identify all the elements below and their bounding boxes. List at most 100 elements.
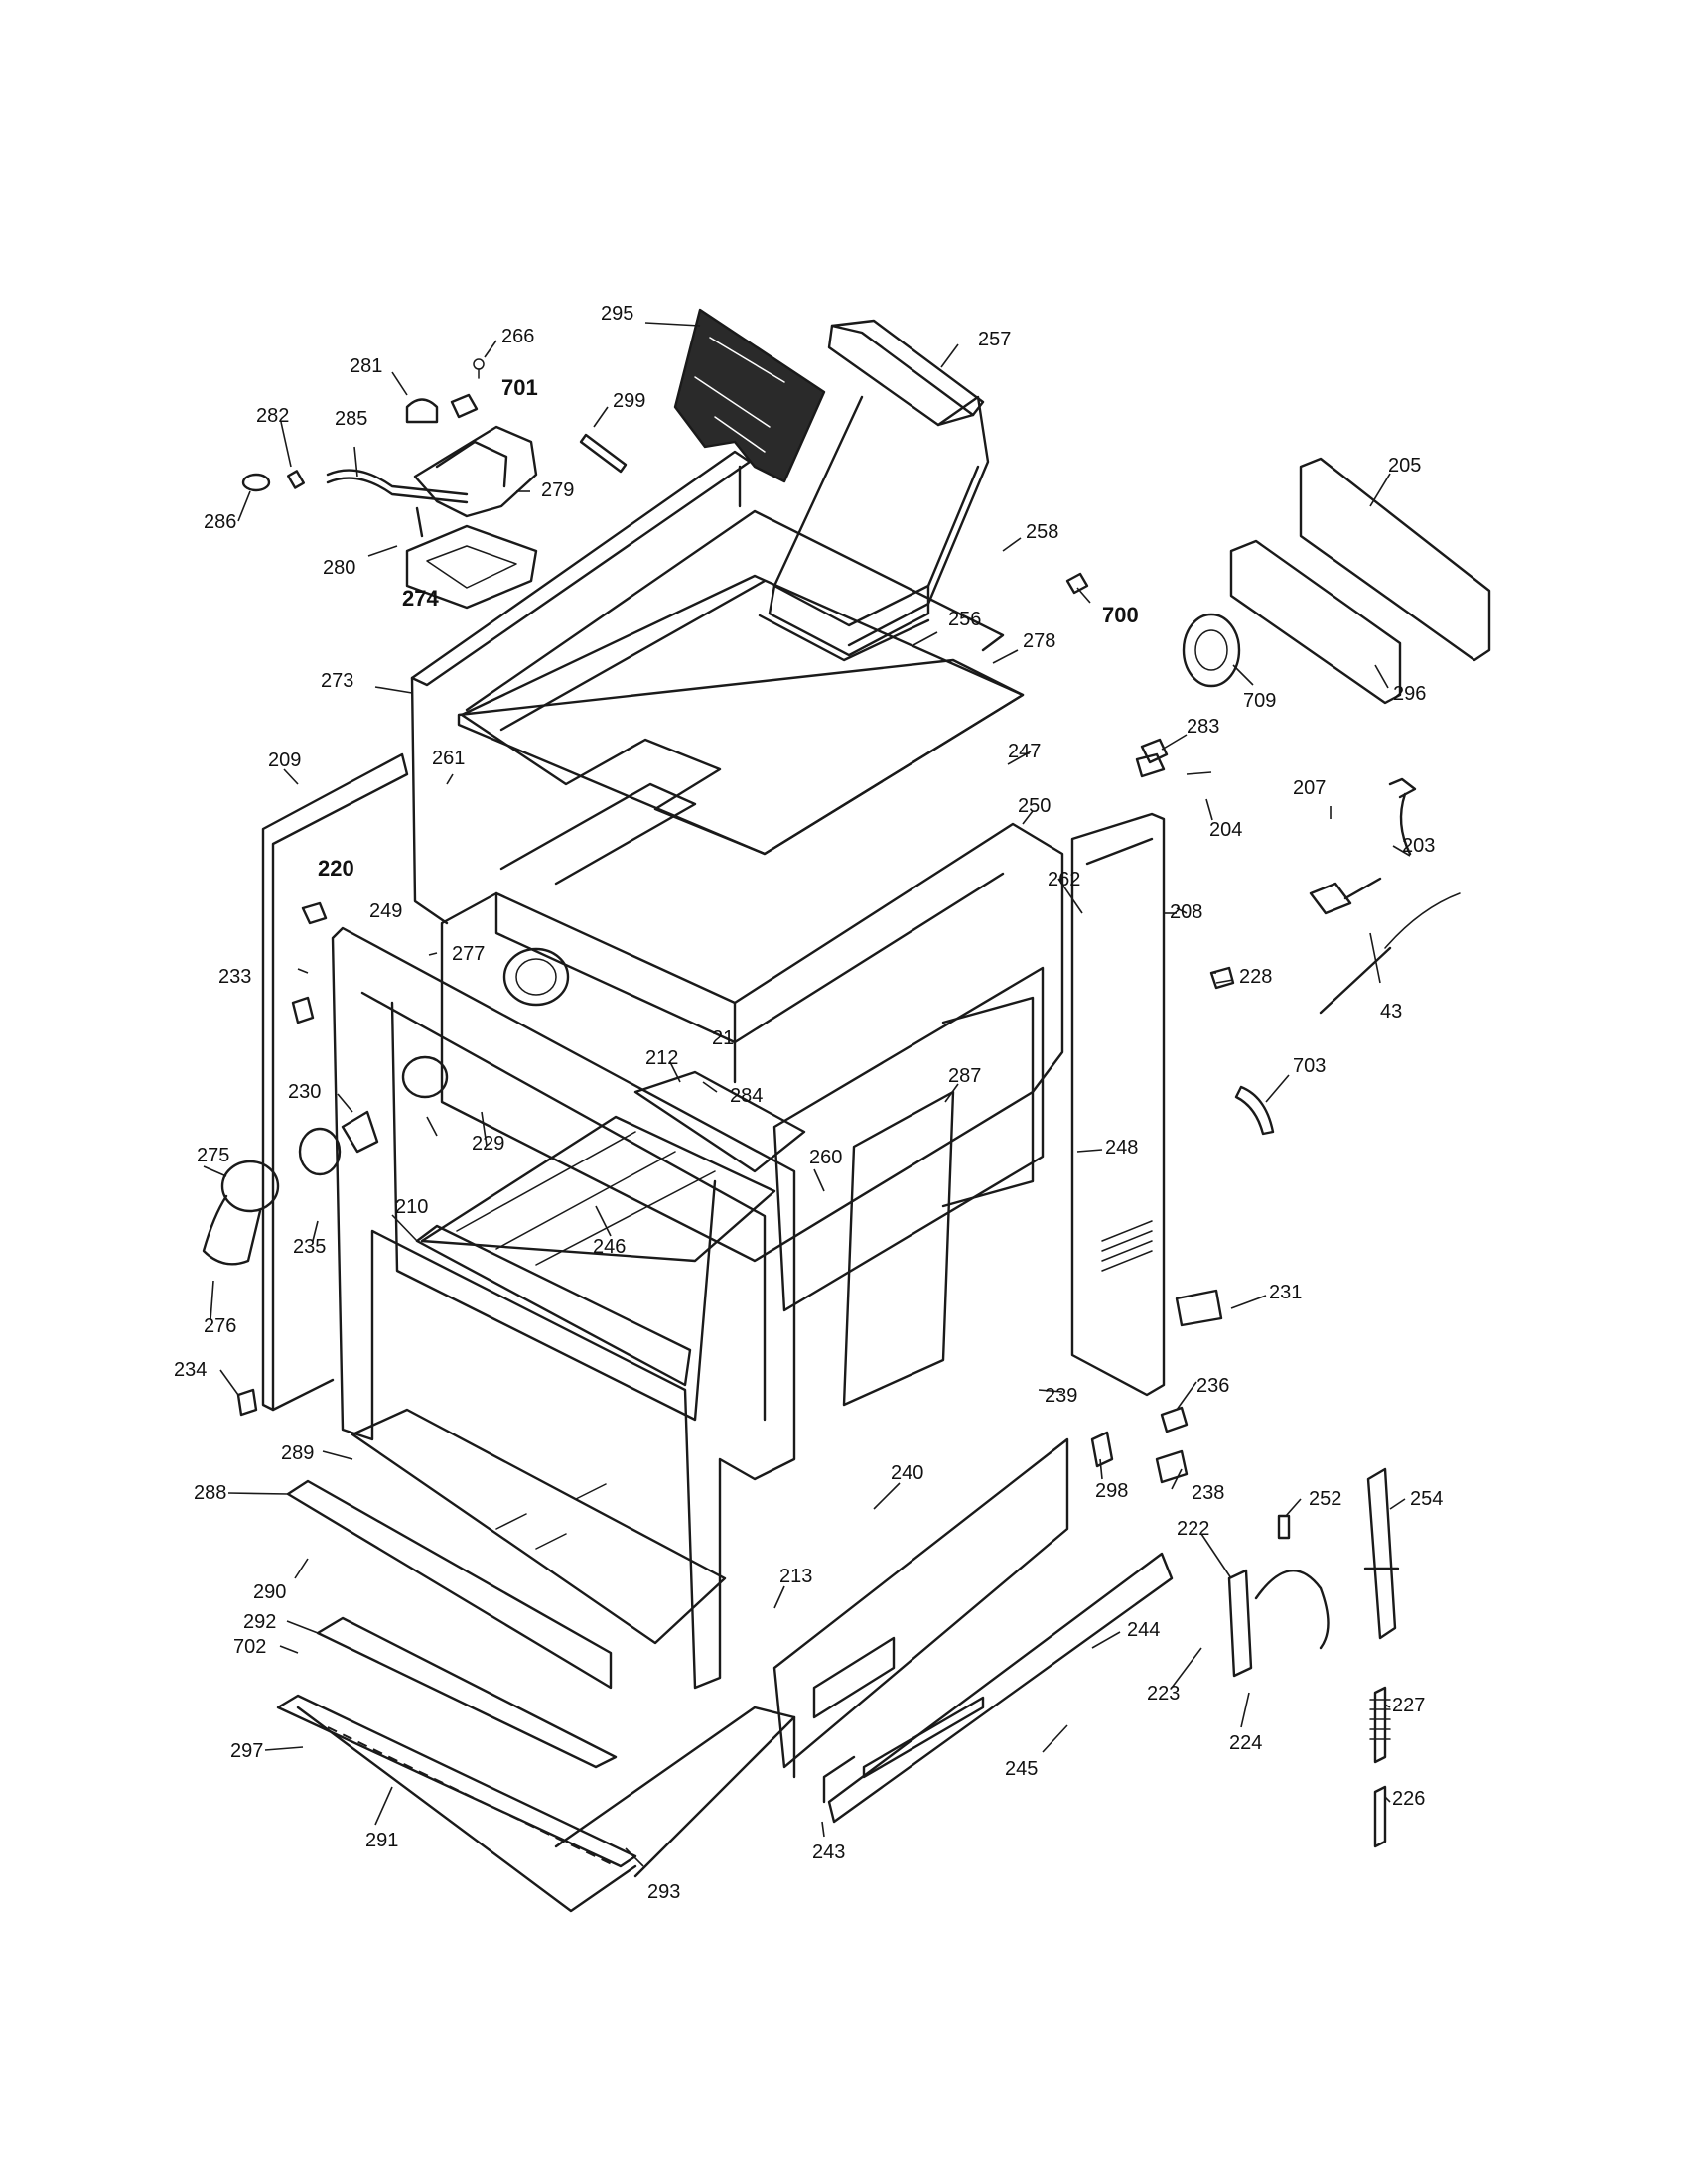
callout-203: 203 — [1402, 835, 1435, 857]
callout-249: 249 — [369, 900, 402, 922]
callout-257: 257 — [978, 329, 1011, 350]
oven-front-frame — [331, 926, 796, 1690]
lower-front-panel — [772, 1437, 1174, 1824]
door-hinge-parts — [1227, 1467, 1400, 1848]
callout-212: 212 — [645, 1047, 678, 1069]
callout-286: 286 — [204, 511, 236, 533]
callout-250: 250 — [1018, 795, 1051, 817]
callout-222: 222 — [1177, 1518, 1209, 1540]
callout-293: 293 — [647, 1881, 680, 1903]
callout-229: 229 — [472, 1133, 504, 1155]
callout-209: 209 — [268, 750, 301, 771]
callout-297: 297 — [230, 1740, 263, 1762]
callout-262: 262 — [1048, 869, 1080, 890]
callout-213: 213 — [779, 1566, 812, 1587]
callout-207: 207 — [1293, 777, 1326, 799]
callout-235: 235 — [293, 1236, 326, 1258]
callout-230: 230 — [288, 1081, 321, 1103]
callout-292: 292 — [243, 1611, 276, 1633]
callout-247: 247 — [1008, 741, 1041, 762]
callout-252: 252 — [1309, 1488, 1341, 1510]
callout-288: 288 — [194, 1482, 226, 1504]
callout-296: 296 — [1393, 683, 1426, 705]
callout-281: 281 — [350, 355, 382, 377]
small-parts-top-left — [241, 358, 628, 492]
callout-299: 299 — [613, 390, 645, 412]
power-cord-parts — [1309, 777, 1461, 1015]
callout-243: 243 — [812, 1842, 845, 1863]
callout-700: 700 — [1102, 603, 1139, 627]
callout-205: 205 — [1388, 455, 1421, 477]
insulation-pad — [673, 308, 826, 483]
callout-43: 43 — [1380, 1001, 1402, 1023]
callout-238: 238 — [1192, 1482, 1224, 1504]
callout-266: 266 — [501, 326, 534, 347]
callout-244: 244 — [1127, 1619, 1160, 1641]
callout-295: 295 — [601, 303, 633, 325]
callout-227: 227 — [1392, 1695, 1425, 1716]
callout-256: 256 — [948, 609, 981, 630]
callout-283: 283 — [1187, 716, 1219, 738]
callout-210: 210 — [395, 1196, 428, 1218]
callout-254: 254 — [1410, 1488, 1443, 1510]
callout-260: 260 — [809, 1147, 842, 1168]
callout-258: 258 — [1026, 521, 1058, 543]
callout-261: 261 — [432, 748, 465, 769]
callout-290: 290 — [253, 1581, 286, 1603]
callout-287: 287 — [948, 1065, 981, 1087]
callout-279: 279 — [541, 479, 574, 501]
callout-284: 284 — [730, 1085, 763, 1107]
vent-duct — [758, 319, 990, 662]
callout-274: 274 — [402, 586, 439, 611]
left-side-panel — [261, 752, 409, 1412]
callout-240: 240 — [891, 1462, 923, 1484]
callout-709: 709 — [1243, 690, 1276, 712]
callout-702: 702 — [233, 1636, 266, 1658]
callout-278: 278 — [1023, 630, 1055, 652]
right-side-panel — [1070, 812, 1166, 1397]
callout-703: 703 — [1293, 1055, 1326, 1077]
callout-239: 239 — [1045, 1385, 1077, 1407]
top-panel — [460, 574, 1025, 886]
callout-248: 248 — [1105, 1137, 1138, 1159]
callout-289: 289 — [281, 1442, 314, 1464]
callout-220: 220 — [318, 856, 354, 881]
leader-lines — [203, 322, 1411, 1867]
callout-280: 280 — [323, 557, 355, 579]
callout-276: 276 — [204, 1315, 236, 1337]
cooktop-support — [410, 450, 1025, 925]
callout-273: 273 — [321, 670, 353, 692]
callout-223: 223 — [1147, 1683, 1180, 1705]
callout-228: 228 — [1239, 966, 1272, 988]
callout-245: 245 — [1005, 1758, 1038, 1780]
callout-208: 208 — [1170, 901, 1202, 923]
callout-204: 204 — [1209, 819, 1242, 841]
callout-285: 285 — [335, 408, 367, 430]
oven-cavity — [440, 822, 1064, 1312]
callout-701: 701 — [501, 375, 538, 400]
callout-275: 275 — [197, 1145, 229, 1166]
oven-rack-floor — [420, 1115, 776, 1266]
rear-cover-parts — [1065, 457, 1491, 764]
callout-236: 236 — [1196, 1375, 1229, 1397]
callout-246: 246 — [593, 1236, 626, 1258]
small-clips-right — [1090, 752, 1275, 1484]
callout-298: 298 — [1095, 1480, 1128, 1502]
callout-226: 226 — [1392, 1788, 1425, 1810]
callout-224: 224 — [1229, 1732, 1262, 1754]
callout-231: 231 — [1269, 1282, 1302, 1303]
callout-291: 291 — [365, 1830, 398, 1851]
chassis-base — [554, 1706, 796, 1878]
storage-drawer-parts — [276, 1479, 637, 1913]
callout-labels: 295 266 281 701 257 282 285 299 279 286 … — [174, 303, 1443, 1903]
callout-234: 234 — [174, 1359, 207, 1381]
side-shield — [842, 996, 1035, 1407]
callout-282: 282 — [256, 405, 289, 427]
broiler-pan — [351, 1408, 727, 1645]
oven-light-parts — [202, 901, 449, 1417]
callout-233: 233 — [218, 966, 251, 988]
burner-valve-assembly — [326, 425, 538, 610]
callout-21: 21 — [712, 1027, 734, 1049]
callout-277: 277 — [452, 943, 485, 965]
